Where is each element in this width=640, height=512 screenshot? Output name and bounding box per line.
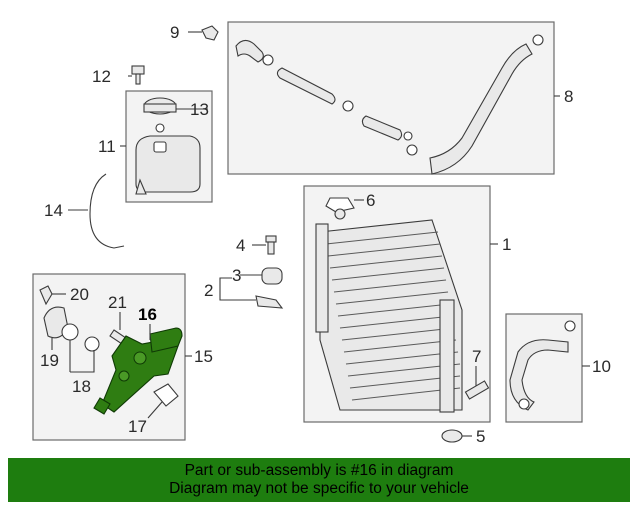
radiator-bracket-bolt: [334, 208, 346, 220]
radiator-cap-seal: [325, 197, 355, 213]
lower-insulator[interactable]: [441, 429, 463, 443]
highlight-notice-banner: Part or sub-assembly is #16 in diagram D…: [8, 458, 630, 502]
hose-group-box: [227, 21, 555, 175]
callout-5: 5: [476, 427, 485, 446]
lower-radiator-hose[interactable]: [509, 320, 576, 411]
callout-13: 13: [190, 100, 209, 119]
callout-4: 4: [236, 236, 245, 255]
radiator[interactable]: [315, 219, 463, 413]
reservoir-bolt[interactable]: [131, 65, 145, 85]
mount-bushing[interactable]: [261, 267, 283, 285]
leader-lines: [51, 31, 590, 437]
callout-11: 11: [98, 137, 116, 156]
banner-line-2: Diagram may not be specific to your vehi…: [169, 480, 469, 497]
mount-bolt[interactable]: [265, 235, 277, 255]
callout-17: 17: [128, 417, 147, 436]
callout-10: 10: [592, 357, 611, 376]
callout-2: 2: [204, 281, 213, 300]
reservoir-cap[interactable]: [143, 97, 177, 115]
callout-9: 9: [170, 23, 179, 42]
reservoir-seal: [155, 123, 165, 133]
outlet-gasket[interactable]: [153, 383, 179, 407]
hose-clip[interactable]: [201, 25, 219, 41]
callout-14: 14: [44, 201, 63, 220]
drain-plug[interactable]: [464, 380, 490, 400]
coolant-reservoir[interactable]: [135, 135, 201, 195]
callout-1: 1: [502, 235, 511, 254]
callout-19: 19: [40, 351, 59, 370]
hose-assembly[interactable]: [235, 34, 544, 175]
callout-7: 7: [472, 347, 481, 366]
water-outlet-housing[interactable]: [93, 327, 183, 415]
reservoir-hose[interactable]: [89, 173, 125, 249]
callout-6: 6: [366, 191, 375, 210]
callout-15: 15: [194, 347, 213, 366]
callout-18: 18: [72, 377, 91, 396]
callout-21: 21: [108, 293, 127, 312]
callout-20: 20: [70, 285, 89, 304]
callout-12: 12: [92, 67, 111, 86]
callout-16: 16: [138, 305, 157, 324]
callout-8: 8: [564, 87, 573, 106]
mount-bracket[interactable]: [255, 295, 284, 309]
thermostat[interactable]: [61, 323, 100, 352]
banner-line-1: Part or sub-assembly is #16 in diagram: [184, 462, 454, 479]
callout-3: 3: [232, 266, 241, 285]
